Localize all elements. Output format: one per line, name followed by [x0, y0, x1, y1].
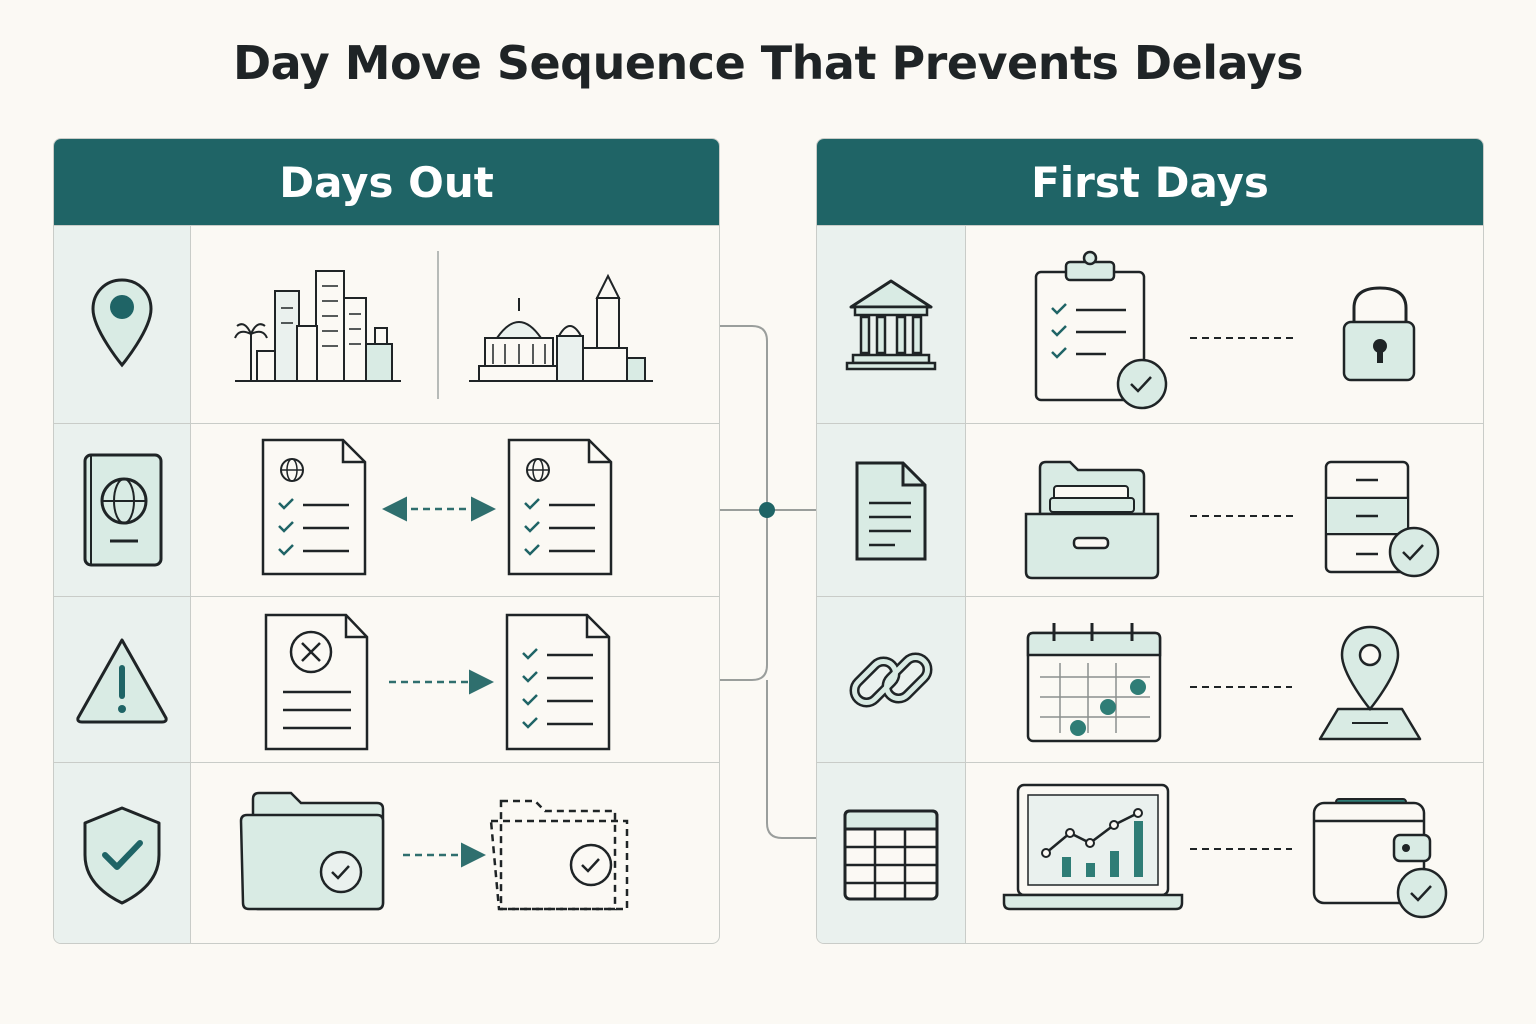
- capitol-skyline-icon: [469, 273, 653, 382]
- chain-link-icon: [817, 597, 966, 763]
- first-days-row-4: [817, 762, 1483, 943]
- checklist-document-icon: [505, 613, 611, 751]
- first-days-row-2: [817, 423, 1483, 597]
- days-out-header: Days Out: [54, 139, 719, 225]
- map-pin-icon: [1318, 625, 1422, 741]
- warning-triangle-icon: [54, 597, 191, 763]
- days-out-row-4: [54, 762, 719, 943]
- globe-checklist-document-icon: [261, 438, 367, 576]
- document-icon: [817, 424, 966, 597]
- file-drawer-icon: [1024, 460, 1160, 580]
- folder-check-icon: [239, 791, 385, 911]
- dashed-folder-check-icon: [489, 799, 629, 911]
- first-days-header: First Days: [817, 139, 1483, 225]
- laptop-chart-icon: [1002, 783, 1184, 911]
- first-days-row-3: [817, 596, 1483, 763]
- calendar-icon: [1026, 623, 1162, 743]
- shield-check-icon: [54, 763, 191, 943]
- city-skyline-icon: [234, 270, 401, 382]
- first-days-row-1: [817, 225, 1483, 424]
- globe-checklist-document-icon: [507, 438, 613, 576]
- passport-icon: [54, 424, 191, 597]
- rejected-document-icon: [264, 613, 369, 751]
- location-pin-icon: [54, 226, 191, 424]
- bank-icon: [817, 226, 966, 424]
- page-title: Day Move Sequence That Prevents Delays: [232, 36, 1304, 90]
- days-out-row-2: [54, 423, 719, 597]
- days-out-row-3: [54, 596, 719, 763]
- padlock-icon: [1342, 286, 1416, 382]
- wallet-check-icon: [1312, 798, 1448, 919]
- days-out-panel: Days Out: [53, 138, 720, 944]
- spreadsheet-icon: [817, 763, 966, 943]
- clipboard-checklist-icon: [1034, 250, 1168, 410]
- days-out-row-1: [54, 225, 719, 424]
- first-days-panel: First Days: [816, 138, 1484, 944]
- cabinet-check-icon: [1324, 460, 1440, 578]
